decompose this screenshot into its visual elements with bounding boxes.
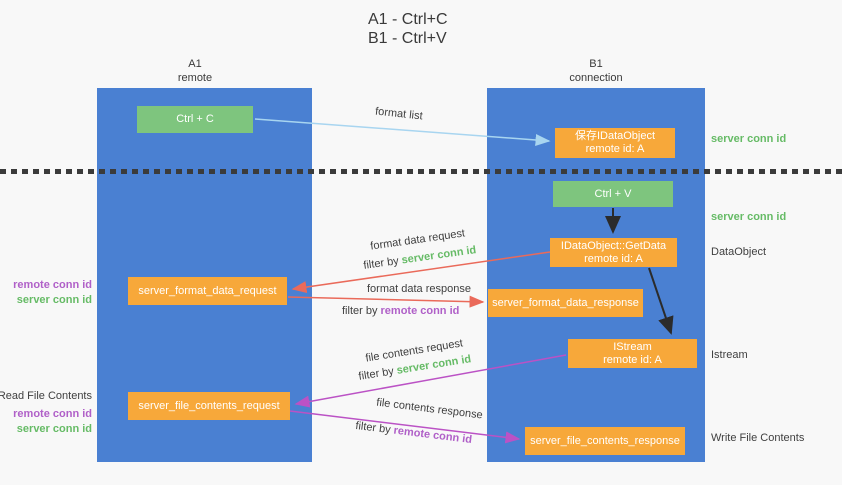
file-response-label: server_file_contents_response: [530, 434, 680, 447]
column-b1-subtitle: connection: [569, 72, 623, 84]
format-request-label: server_format_data_request: [138, 284, 277, 297]
server-file-contents-request-node: server_file_contents_request: [128, 392, 290, 420]
arrow-format-data-response: [287, 295, 485, 308]
format-data-response-label: format data response: [367, 283, 471, 295]
ctrl-v-label: Ctrl + V: [594, 187, 632, 200]
server-format-data-response-node: server_format_data_response: [488, 289, 643, 317]
save-dataobject-line1: 保存IDataObject: [574, 130, 656, 142]
format-response-label: server_format_data_response: [492, 296, 639, 309]
column-b1-name: B1: [589, 58, 603, 70]
server-conn-id-label-2: server conn id: [16, 423, 92, 435]
column-a1-name: A1: [188, 58, 202, 70]
filter-by-remote-conn-id-label-1: filter by remote conn id: [342, 305, 459, 317]
column-header-a1: A1 remote: [115, 57, 275, 85]
filter-prefix-2: filter by: [342, 305, 381, 317]
filter-id-2: remote conn id: [380, 305, 460, 317]
arrow-format-list: [254, 118, 551, 146]
column-header-b1: B1 connection: [516, 57, 676, 85]
read-file-contents-group: Read File Contents remote conn id server…: [0, 389, 92, 437]
dataobject-label: DataObject: [711, 246, 767, 258]
arrow-file-contents-response: [289, 410, 521, 444]
title-line-ctrl-v: B1 - Ctrl+V: [368, 30, 447, 47]
session-divider-dotted-line: [0, 169, 842, 174]
istream-line2: remote id: A: [603, 353, 662, 366]
server-conn-id-label-1: server conn id: [16, 294, 92, 306]
istream-side-label: Istream: [711, 349, 748, 361]
read-file-contents-label: Read File Contents: [0, 390, 92, 402]
server-conn-id-label-top-right: server conn id: [711, 133, 787, 145]
arrow-getdata-to-istream: [648, 267, 674, 335]
arrow-file-contents-request: [294, 354, 567, 408]
write-file-contents-label: Write File Contents: [711, 432, 805, 444]
ctrl-v-key-node: Ctrl + V: [553, 181, 673, 207]
server-file-contents-response-node: server_file_contents_response: [525, 427, 685, 455]
ctrl-c-label: Ctrl + C: [176, 113, 214, 125]
remote-conn-id-label-1: remote conn id: [13, 279, 92, 291]
getdata-line2: remote id: A: [584, 252, 643, 265]
remote-conn-id-label-2: remote conn id: [13, 408, 92, 420]
ctrl-c-key-node: Ctrl + C: [137, 106, 253, 133]
istream-line1: IStream: [613, 340, 652, 353]
diagram-title: A1 - Ctrl+C B1 - Ctrl+V: [368, 10, 448, 48]
idataobject-getdata-node: IDataObject::GetData remote id: A: [550, 238, 677, 267]
arrow-format-data-request: [291, 251, 551, 294]
conn-id-left-group-1: remote conn id server conn id: [13, 278, 92, 308]
title-line-ctrl-c: A1 - Ctrl+C: [368, 11, 448, 28]
server-conn-id-label-mid-right: server conn id: [711, 211, 787, 223]
getdata-line1: IDataObject::GetData: [560, 239, 667, 252]
istream-node: IStream remote id: A: [568, 339, 697, 368]
save-dataobject-line2: remote id: A: [585, 143, 645, 155]
file-request-label: server_file_contents_request: [138, 399, 280, 412]
server-format-data-request-node: server_format_data_request: [128, 277, 287, 305]
column-a1-subtitle: remote: [177, 72, 213, 84]
save-dataobject-node: 保存IDataObject remote id: A: [555, 128, 675, 158]
